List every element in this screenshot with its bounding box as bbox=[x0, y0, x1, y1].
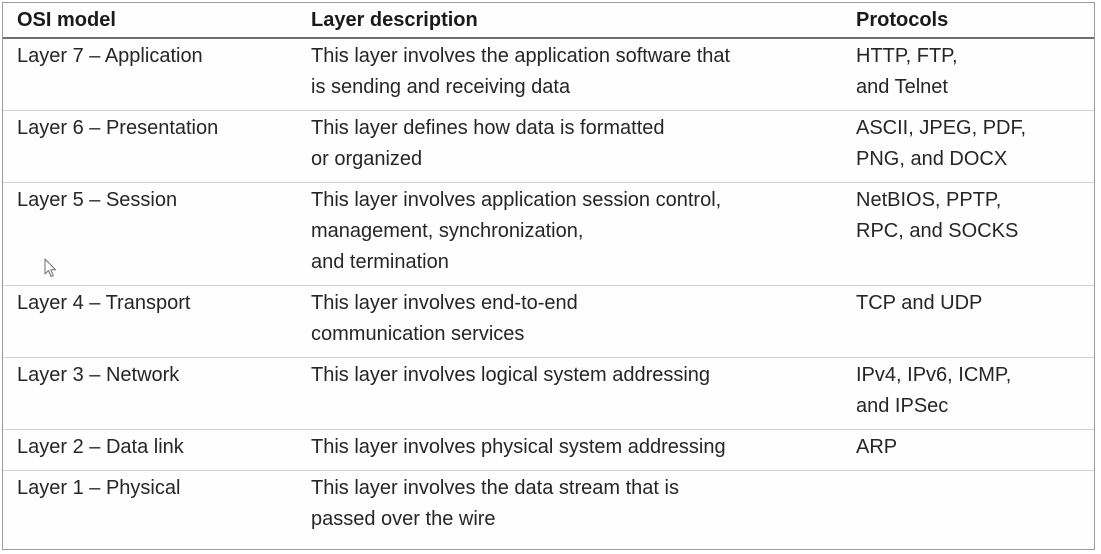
layer-name: Layer 3 – Network bbox=[17, 363, 180, 386]
description-line: passed over the wire bbox=[311, 507, 496, 530]
layer-description: This layer involves application session … bbox=[293, 182, 853, 285]
header-protocols: Protocols bbox=[856, 8, 949, 31]
osi-model-table: OSI model Layer description Protocols La… bbox=[3, 3, 1094, 545]
description-line: This layer involves physical system addr… bbox=[311, 435, 726, 458]
description-line: or organized bbox=[311, 147, 423, 170]
table-row: Layer 4 – Transport This layer involves … bbox=[3, 285, 1094, 357]
layer-protocols: NetBIOS, PPTP, RPC, and SOCKS bbox=[853, 182, 1094, 285]
layer-name: Layer 7 – Application bbox=[17, 45, 203, 67]
description-line: This layer involves the application soft… bbox=[311, 45, 731, 67]
protocols-line: PNG, and DOCX bbox=[856, 147, 1008, 170]
layer-description: This layer involves physical system addr… bbox=[293, 429, 853, 470]
table-row: Layer 5 – Session This layer involves ap… bbox=[3, 182, 1094, 285]
protocols-line: IPv4, IPv6, ICMP, bbox=[856, 363, 1012, 386]
layer-name: Layer 5 – Session bbox=[17, 188, 178, 211]
protocols-line: and Telnet bbox=[856, 76, 948, 98]
layer-name: Layer 2 – Data link bbox=[17, 435, 184, 458]
description-line: management, synchronization, bbox=[311, 219, 584, 242]
protocols-line: NetBIOS, PPTP, bbox=[856, 188, 1002, 211]
table-row: Layer 1 – Physical This layer involves t… bbox=[3, 470, 1094, 545]
description-line: This layer involves the data stream that… bbox=[311, 476, 679, 499]
layer-description: This layer involves logical system addre… bbox=[293, 357, 853, 429]
table-row: Layer 7 – Application This layer involve… bbox=[3, 38, 1094, 110]
layer-protocols: HTTP, FTP, and Telnet bbox=[853, 38, 1094, 110]
layer-protocols: TCP and UDP bbox=[853, 285, 1094, 357]
description-line: communication services bbox=[311, 322, 525, 345]
layer-protocols: ASCII, JPEG, PDF, PNG, and DOCX bbox=[853, 110, 1094, 182]
description-line: This layer defines how data is formatted bbox=[311, 116, 665, 139]
description-line: and termination bbox=[311, 250, 449, 273]
layer-name: Layer 4 – Transport bbox=[17, 291, 191, 314]
protocols-line: TCP and UDP bbox=[856, 291, 983, 314]
protocols-line: ASCII, JPEG, PDF, bbox=[856, 116, 1027, 139]
description-line: This layer involves end-to-end bbox=[311, 291, 578, 314]
layer-protocols: ARP bbox=[853, 429, 1094, 470]
layer-description: This layer involves end-to-end communica… bbox=[293, 285, 853, 357]
layer-name: Layer 6 – Presentation bbox=[17, 116, 219, 139]
header-row: OSI model Layer description Protocols bbox=[3, 3, 1094, 38]
description-line: This layer involves application session … bbox=[311, 188, 722, 211]
table-row: Layer 6 – Presentation This layer define… bbox=[3, 110, 1094, 182]
layer-description: This layer involves the application soft… bbox=[293, 38, 853, 110]
layer-description: This layer defines how data is formatted… bbox=[293, 110, 853, 182]
layer-description: This layer involves the data stream that… bbox=[293, 470, 853, 545]
table-header: OSI model Layer description Protocols bbox=[3, 3, 1094, 38]
protocols-line: ARP bbox=[856, 435, 898, 458]
protocols-line: HTTP, FTP, bbox=[856, 45, 958, 67]
protocols-line: and IPSec bbox=[856, 394, 949, 417]
layer-protocols bbox=[853, 470, 1094, 545]
mouse-pointer-icon bbox=[44, 258, 57, 278]
description-line: This layer involves logical system addre… bbox=[311, 363, 711, 386]
header-osi-model: OSI model bbox=[17, 8, 116, 31]
table-row: Layer 2 – Data link This layer involves … bbox=[3, 429, 1094, 470]
description-line: is sending and receiving data bbox=[311, 76, 571, 98]
table-row: Layer 3 – Network This layer involves lo… bbox=[3, 357, 1094, 429]
table-body: Layer 7 – Application This layer involve… bbox=[3, 38, 1094, 545]
protocols-line: RPC, and SOCKS bbox=[856, 219, 1019, 242]
header-layer-description: Layer description bbox=[311, 8, 478, 31]
layer-name: Layer 1 – Physical bbox=[17, 476, 181, 499]
layer-protocols: IPv4, IPv6, ICMP, and IPSec bbox=[853, 357, 1094, 429]
